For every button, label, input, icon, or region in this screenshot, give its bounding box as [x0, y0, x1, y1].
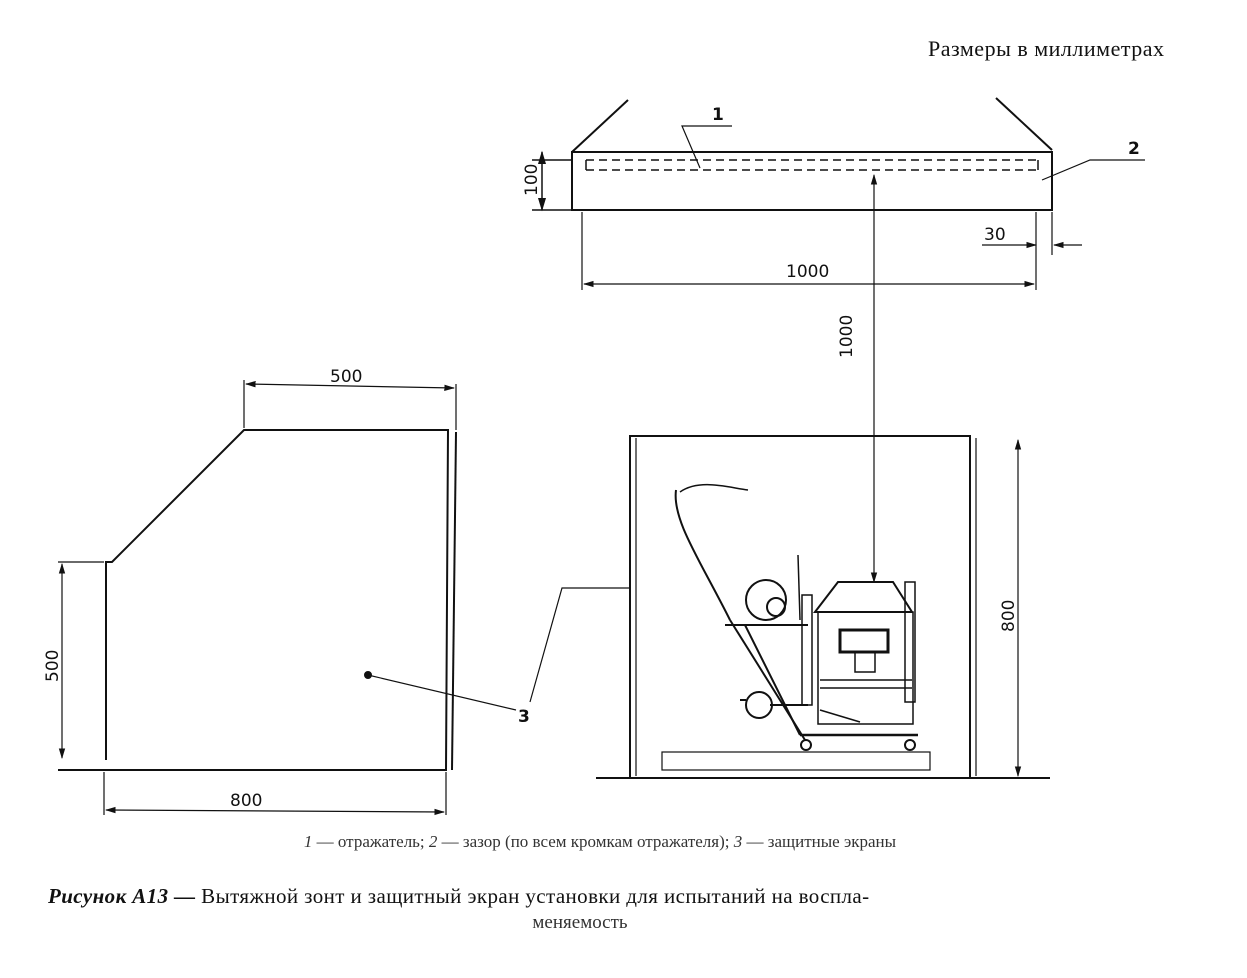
legend-num-3: 3	[733, 832, 743, 851]
callout-screens: 3	[518, 707, 530, 727]
test-apparatus	[661, 483, 931, 771]
exhaust-hood	[532, 97, 1053, 212]
protective-screen-left	[58, 429, 457, 771]
figure-label: Рисунок А13 —	[48, 884, 196, 908]
dim-gap: 30	[984, 225, 1006, 245]
legend-text-1: — отражатель;	[312, 832, 429, 851]
dim-screen-height: 800	[999, 600, 1019, 632]
callout-reflector: 1	[712, 105, 724, 125]
legend-num-1: 1	[303, 832, 313, 851]
legend-text-3: — защитные экраны	[742, 832, 897, 851]
caption-continuation: меняемость	[532, 912, 628, 933]
dim-screen-bottom-width: 800	[230, 791, 262, 811]
dim-screen-top-width: 500	[330, 367, 362, 387]
dim-hood-elevation: 1000	[837, 315, 857, 358]
dim-hood-height: 100	[522, 164, 542, 196]
dim-screen-side-height: 500	[43, 650, 63, 682]
figure-legend: 1 — отражатель; 2 — зазор (по всем кромк…	[0, 832, 1200, 852]
units-note: Размеры в миллиметрах	[928, 36, 1165, 61]
legend-text-2: — зазор (по всем кромкам отражателя);	[437, 832, 734, 851]
protective-screen-right	[596, 435, 1050, 779]
dim-hood-width: 1000	[786, 262, 829, 282]
figure-caption: Рисунок А13 — Вытяжной зонт и защитный э…	[48, 884, 1148, 909]
legend-num-2: 2	[428, 832, 438, 851]
callout-gap: 2	[1128, 139, 1140, 159]
caption-text: Вытяжной зонт и защитный экран установки…	[195, 884, 870, 908]
